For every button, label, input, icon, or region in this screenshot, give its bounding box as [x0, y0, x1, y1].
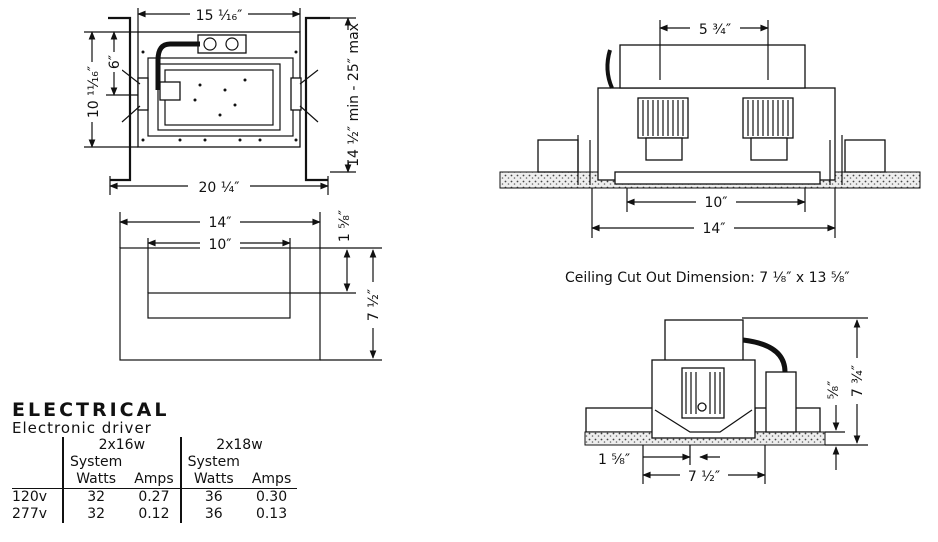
dim-frame-width: 15 ¹⁄₁₆″: [196, 8, 243, 24]
col-watts: Watts: [179, 471, 246, 489]
group-2x18w: 2x18w: [179, 437, 298, 454]
front-view: 5 ³⁄₄″ 10″ 14″: [499, 19, 921, 238]
amps-18w: 0.30: [255, 489, 288, 505]
dim-height: 7 ¹⁄₂″: [366, 289, 382, 321]
plan-view: 15 ¹⁄₁₆″ 20 ¹⁄₄″ 10 ¹¹⁄₁₆″ 6″ 14 ¹⁄₂″ mi…: [84, 5, 372, 196]
voltage: 277v: [12, 506, 48, 522]
dim-flange: ⁵⁄₈″: [826, 381, 842, 400]
amps-18w: 0.13: [255, 506, 288, 522]
ceiling-cutout-dimension: Ceiling Cut Out Dimension: 7 ¹⁄₈″ x 13 ⁵…: [565, 270, 850, 286]
lamp-left: [637, 97, 689, 161]
col-amps: Amps: [128, 471, 181, 489]
junction-box: [197, 34, 247, 54]
dim-side-width: 7 ¹⁄₂″: [688, 469, 720, 485]
group-2x16w: 2x16w: [62, 437, 181, 454]
dim-overall-width: 20 ¹⁄₄″: [198, 180, 239, 196]
col-watts: Watts: [61, 471, 129, 489]
right-joist: [304, 16, 330, 182]
watts-16w: 32: [61, 488, 129, 506]
dim-inner-width: 10″: [208, 237, 231, 253]
dim-aperture: 10″: [704, 195, 727, 211]
watts-16w: 32: [61, 506, 129, 523]
side-view: 7 ³⁄₄″ ⁵⁄₈″ 1 ⁵⁄₈″ 7 ¹⁄₂″: [584, 317, 868, 485]
dim-outer-width: 14″: [208, 215, 231, 231]
electrical-title: ELECTRICAL: [12, 399, 170, 421]
aperture-slot: [147, 292, 291, 319]
flex-conduit: [742, 337, 788, 373]
table-row: 277v 32 0.12 36 0.13: [12, 506, 297, 523]
col-system: System: [179, 454, 246, 471]
watts-18w: 36: [179, 506, 246, 523]
amps-16w: 0.27: [138, 489, 170, 505]
driver-box: [765, 371, 797, 433]
dim-front-width: 14″: [702, 221, 725, 237]
left-joist: [108, 16, 132, 182]
table-row: 120v 32 0.27 36 0.30: [12, 488, 297, 506]
voltage: 120v: [12, 489, 48, 505]
housing: [597, 87, 836, 181]
electrical-subtitle: Electronic driver: [12, 419, 152, 437]
cutout-view: 14″ 10″ 1 ⁵⁄₈″ 7 ¹⁄₂″: [119, 205, 382, 361]
dim-lamp-spacing: 5 ³⁄₄″: [699, 22, 731, 38]
junction-box: [664, 319, 744, 363]
electrical-table: 2x16w 2x18w System System Watts Amps Wat…: [12, 437, 298, 523]
lamp-right: [742, 97, 794, 161]
dim-offset: 6″: [107, 55, 123, 69]
dim-frame-height: 10 ¹¹⁄₁₆″: [86, 66, 102, 118]
dim-side-offset: 1 ⁵⁄₈″: [598, 452, 630, 468]
col-amps: Amps: [245, 471, 298, 489]
junction-box: [619, 44, 806, 89]
col-system: System: [61, 454, 129, 471]
dim-top-offset: 1 ⁵⁄₈″: [337, 210, 353, 242]
amps-16w: 0.12: [138, 506, 170, 522]
flex-conduit: [155, 41, 200, 90]
watts-18w: 36: [179, 488, 246, 506]
dim-joist-range: 14 ¹⁄₂″ min - 25″ max: [346, 23, 362, 167]
electrical-spec: ELECTRICAL Electronic driver 2x16w 2x18w…: [12, 399, 298, 523]
dim-side-height: 7 ³⁄₄″: [850, 365, 866, 397]
